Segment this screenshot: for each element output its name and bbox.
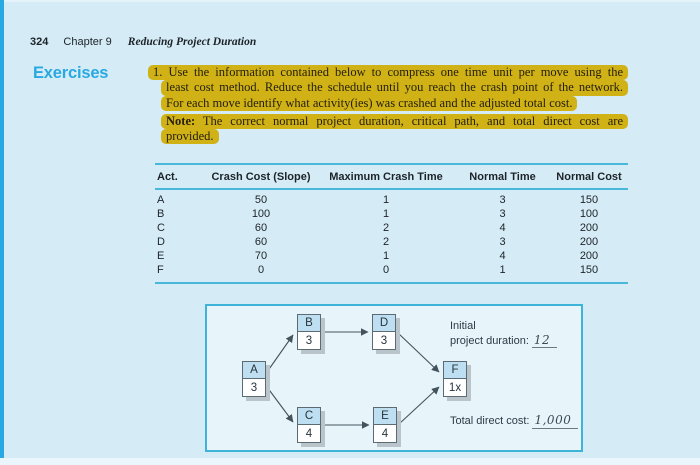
page-bottom-edge xyxy=(0,458,700,465)
total-cost-value: 1,000 xyxy=(532,413,579,429)
total-cost-annotation: Total direct cost:1,000 xyxy=(450,413,579,429)
table-cell: F xyxy=(157,264,164,276)
node-letter: C xyxy=(298,408,320,425)
node-duration: 3 xyxy=(380,335,388,347)
table-cell: 200 xyxy=(579,236,599,248)
header-cell-normal-cost: Normal Cost xyxy=(556,170,622,183)
page-left-edge-bar xyxy=(0,0,4,459)
table-cell: 2 xyxy=(382,236,390,248)
highlight-note-line: Note: The correct normal project duratio… xyxy=(161,113,628,130)
node-letter: A xyxy=(243,362,265,379)
header-cell-normal-time: Normal Time xyxy=(469,170,536,183)
total-cost-label: Total direct cost: xyxy=(450,415,530,427)
edge-a-b xyxy=(266,334,294,373)
node-duration: 3 xyxy=(305,335,313,347)
table-cell: 1 xyxy=(382,208,390,220)
note-text: The correct normal project duration, cri… xyxy=(202,113,623,128)
table-body: A 50 1 3 150 B 100 1 3 100 C 60 2 4 200 xyxy=(155,190,628,282)
edge-a-c xyxy=(266,386,294,423)
table-cell: E xyxy=(157,250,165,262)
table-cell: 1 xyxy=(382,250,390,262)
table-cell: 200 xyxy=(579,250,599,262)
table-row-d: D 60 2 3 200 xyxy=(155,235,628,249)
diagram-edges xyxy=(266,328,440,429)
node-letter: B xyxy=(298,315,320,332)
node-letter: F xyxy=(444,362,466,379)
table-row-b: B 100 1 3 100 xyxy=(155,207,628,221)
header-cell-crash-cost: Crash Cost (Slope) xyxy=(211,170,311,183)
table-cell: 100 xyxy=(579,208,599,220)
edge-e-f xyxy=(398,386,440,425)
edge-d-f xyxy=(397,332,440,373)
node-a: A 3 xyxy=(242,361,266,397)
header-cell-max-crash-time: Maximum Crash Time xyxy=(329,170,443,183)
node-duration: 1x xyxy=(448,382,462,394)
table-cell: 60 xyxy=(254,236,268,248)
note-label: Note: xyxy=(166,113,196,128)
table-cell: 0 xyxy=(257,264,265,276)
header-cell-activity: Act. xyxy=(157,170,178,183)
node-c: C 4 xyxy=(297,407,321,443)
table-cell: 0 xyxy=(382,264,390,276)
node-letter: D xyxy=(373,315,395,332)
table-row-c: C 60 2 4 200 xyxy=(155,221,628,235)
chapter-title: Reducing Project Duration xyxy=(127,36,257,48)
table-row-f: F 0 0 1 150 xyxy=(155,263,628,277)
table-cell: 4 xyxy=(499,250,506,262)
table-cell: 150 xyxy=(579,264,599,276)
page-number: 324 xyxy=(30,36,49,48)
table-cell: 2 xyxy=(382,222,390,234)
table-cell: 70 xyxy=(254,250,268,262)
node-duration: 4 xyxy=(305,428,313,440)
table-row-e: E 70 1 4 200 xyxy=(155,249,628,263)
table-cell: 3 xyxy=(499,208,506,220)
highlight-line: 1. Use the information contained below t… xyxy=(148,65,628,81)
node-e: E 4 xyxy=(373,407,397,443)
chapter-label: Chapter 9 xyxy=(63,36,112,48)
node-letter: E xyxy=(374,408,396,425)
table-cell: 200 xyxy=(579,222,599,234)
highlight-line: For each move identify what activity(ies… xyxy=(161,95,578,111)
initial-duration-value: 12 xyxy=(531,333,558,348)
table-cell: C xyxy=(157,222,165,234)
table-cell: 1 xyxy=(382,194,390,206)
initial-label-line2: project duration: xyxy=(450,334,529,347)
table-cell: B xyxy=(157,208,165,220)
crash-cost-table: Act. Crash Cost (Slope) Maximum Crash Ti… xyxy=(155,163,628,284)
table-row-a: A 50 1 3 150 xyxy=(155,193,628,207)
table-cell: 150 xyxy=(579,194,599,206)
exercises-heading: Exercises xyxy=(33,64,109,82)
network-diagram: A 3 B 3 C 4 D 3 E 4 F 1x Initial project… xyxy=(205,304,583,452)
table-cell: 50 xyxy=(254,194,268,206)
table-cell: 100 xyxy=(251,208,271,220)
table-cell: 3 xyxy=(499,236,506,248)
node-duration: 3 xyxy=(250,382,258,394)
node-f: F 1x xyxy=(443,361,467,397)
table-header-row: Act. Crash Cost (Slope) Maximum Crash Ti… xyxy=(155,165,628,190)
highlight-line: least cost method. Reduce the schedule u… xyxy=(161,80,628,96)
highlight-line: provided. xyxy=(161,129,219,145)
node-d: D 3 xyxy=(372,314,396,350)
table-cell: A xyxy=(157,194,165,206)
table-cell: 4 xyxy=(499,222,506,234)
exercise-item-1: 1. Use the information contained below t… xyxy=(148,65,640,145)
running-head: 324 Chapter 9 Reducing Project Duration xyxy=(30,36,256,48)
initial-duration-annotation: Initial project duration:12 xyxy=(450,320,558,348)
table-cell: 1 xyxy=(499,264,506,276)
node-duration: 4 xyxy=(381,428,389,440)
table-cell: 3 xyxy=(499,194,506,206)
initial-label-line1: Initial xyxy=(450,320,476,332)
table-cell: D xyxy=(157,236,165,248)
node-b: B 3 xyxy=(297,314,321,350)
page-top-edge xyxy=(4,0,700,2)
table-cell: 60 xyxy=(254,222,268,234)
